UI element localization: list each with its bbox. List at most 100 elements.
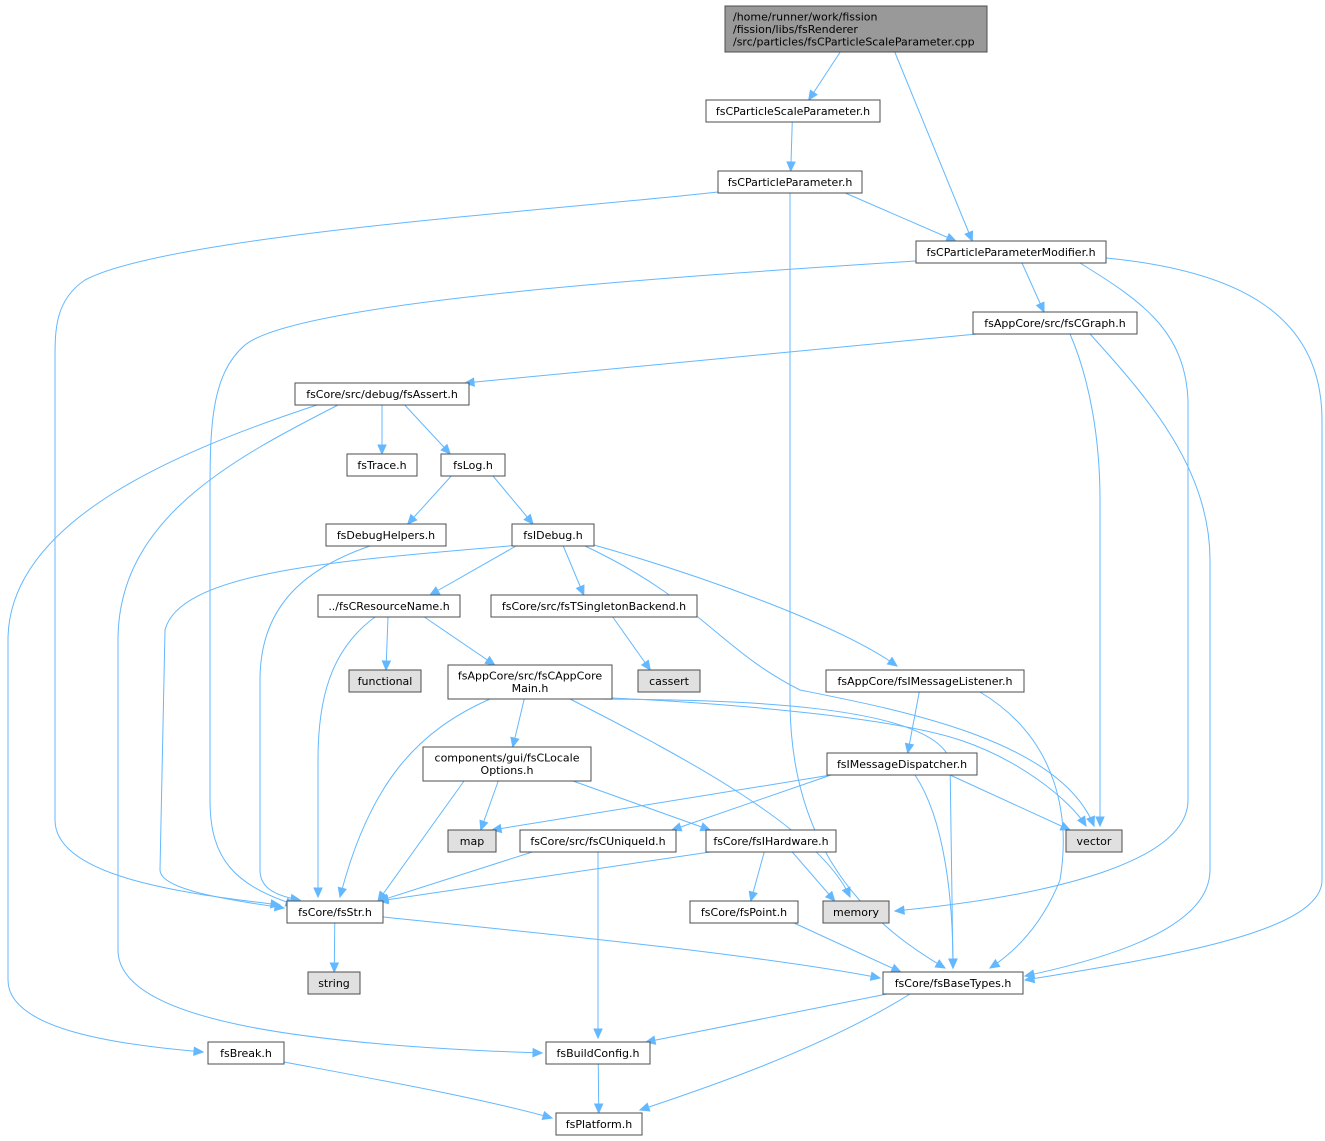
node-debughelpers[interactable]: fsDebugHelpers.h xyxy=(325,523,447,547)
node-msglistener[interactable]: fsAppCore/fsIMessageListener.h xyxy=(825,669,1025,693)
node-platform[interactable]: fsPlatform.h xyxy=(555,1112,643,1136)
node-box xyxy=(207,1041,285,1065)
node-vector: vector xyxy=(1065,829,1123,853)
node-label: fsCore/src/fsTSingletonBackend.h xyxy=(502,600,686,613)
node-label: fsPlatform.h xyxy=(566,1118,632,1131)
edge-basetypes-to-buildconfig xyxy=(645,993,888,1043)
edge-appcoremain-to-basetypes xyxy=(599,698,954,969)
arrowhead-locale-to-map xyxy=(479,819,489,832)
node-box xyxy=(348,669,422,693)
node-label: fsDebugHelpers.h xyxy=(337,529,435,542)
node-label: ../fsCResourceName.h xyxy=(328,600,449,613)
node-box xyxy=(705,829,837,853)
node-label: fsCore/src/fsCUniqueId.h xyxy=(530,835,665,848)
node-label: fsIMessageDispatcher.h xyxy=(837,758,967,771)
node-label: Options.h xyxy=(481,764,534,777)
arrowhead-particleparam-to-modifier xyxy=(945,232,957,242)
arrowhead-root-to-scaleparam xyxy=(808,89,818,102)
node-box xyxy=(440,453,506,477)
edge-appcoremain-to-memory xyxy=(569,698,851,898)
edge-break-to-platform xyxy=(283,1061,553,1119)
arrowhead-point-to-basetypes xyxy=(890,963,902,973)
edge-modifier-to-memory xyxy=(894,262,1189,912)
arrowhead-msglistener-to-msgdispatcher xyxy=(904,742,915,755)
node-box xyxy=(325,523,447,547)
arrowhead-fsstr-to-basetypes xyxy=(869,971,882,981)
arrowhead-msglistener-to-basetypes xyxy=(988,958,1001,969)
edge-msglistener-to-basetypes xyxy=(979,691,1064,969)
node-uniqueid[interactable]: fsCore/src/fsCUniqueId.h xyxy=(519,829,677,853)
edge-particleparam-to-basetypes xyxy=(789,193,946,969)
node-assert[interactable]: fsCore/src/debug/fsAssert.h xyxy=(294,382,470,406)
edge-log-to-idebug xyxy=(492,475,534,525)
arrowhead-resname-to-functional xyxy=(381,660,392,672)
edge-singleton-to-cassert xyxy=(612,616,651,671)
node-singleton[interactable]: fsCore/src/fsTSingletonBackend.h xyxy=(490,594,698,618)
node-particleparam[interactable]: fsCParticleParameter.h xyxy=(717,170,863,194)
edge-msglistener-to-msgdispatcher xyxy=(907,691,920,754)
node-box xyxy=(346,453,418,477)
node-idebug[interactable]: fsIDebug.h xyxy=(511,523,595,547)
arrowhead-appcoremain-to-fsstr xyxy=(337,886,347,899)
node-label: fsCore/fsIHardware.h xyxy=(713,835,828,848)
node-buildconfig[interactable]: fsBuildConfig.h xyxy=(545,1041,651,1065)
node-box xyxy=(882,971,1024,995)
edge-cgraph-to-vector xyxy=(1069,333,1101,826)
node-label: string xyxy=(318,977,350,990)
edge-idebug-to-resname xyxy=(429,545,517,596)
arrowhead-assert-to-log xyxy=(440,443,452,455)
arrowhead-ihardware-to-point xyxy=(748,890,758,903)
node-msgdispatcher[interactable]: fsIMessageDispatcher.h xyxy=(826,752,978,776)
node-fsstr[interactable]: fsCore/fsStr.h xyxy=(286,900,384,924)
node-label: Main.h xyxy=(512,682,549,695)
arrowhead-idebug-to-msglistener xyxy=(886,656,898,667)
node-label: fsCParticleParameterModifier.h xyxy=(926,246,1095,259)
node-label: fsTrace.h xyxy=(357,459,406,472)
arrowhead-cgraph-to-assert xyxy=(463,377,475,387)
node-box xyxy=(519,829,677,853)
node-modifier[interactable]: fsCParticleParameterModifier.h xyxy=(915,240,1107,264)
node-trace[interactable]: fsTrace.h xyxy=(346,453,418,477)
arrowhead-msgdispatcher-to-basetypes xyxy=(948,958,958,970)
node-scaleparam[interactable]: fsCParticleScaleParameter.h xyxy=(705,99,881,123)
arrowhead-basetypes-to-platform xyxy=(638,1102,651,1112)
edge-resname-to-appcoremain xyxy=(423,616,496,666)
edge-cgraph-to-basetypes xyxy=(1024,333,1211,977)
edge-resname-to-fsstr xyxy=(317,616,376,897)
node-point[interactable]: fsCore/fsPoint.h xyxy=(689,900,799,924)
arrowhead-assert-to-break xyxy=(193,1046,205,1056)
node-break[interactable]: fsBreak.h xyxy=(207,1041,285,1065)
arrowhead-idebug-to-fsstr xyxy=(273,901,286,912)
node-root[interactable]: /home/runner/work/fission/fission/libs/f… xyxy=(724,5,988,53)
arrowhead-idebug-to-singleton xyxy=(575,584,585,597)
edge-assert-to-log xyxy=(404,404,451,455)
edge-ihardware-to-memory xyxy=(791,851,836,902)
arrowhead-log-to-debughelpers xyxy=(406,513,418,525)
node-basetypes[interactable]: fsCore/fsBaseTypes.h xyxy=(882,971,1024,995)
node-resname[interactable]: ../fsCResourceName.h xyxy=(317,594,461,618)
node-label: fsLog.h xyxy=(453,459,493,472)
arrowhead-scaleparam-to-particleparam xyxy=(786,161,796,173)
edge-msgdispatcher-to-uniqueid xyxy=(671,774,832,831)
edge-ihardware-to-fsstr xyxy=(378,851,711,902)
node-ihardware[interactable]: fsCore/fsIHardware.h xyxy=(705,829,837,853)
node-label: /fission/libs/fsRenderer xyxy=(733,23,858,36)
node-label: fsCore/fsPoint.h xyxy=(701,906,787,919)
arrowhead-appcoremain-to-memory xyxy=(841,886,851,899)
node-cassert: cassert xyxy=(637,669,701,693)
node-functional: functional xyxy=(348,669,422,693)
node-box xyxy=(637,669,701,693)
node-label: components/gui/fsCLocale xyxy=(435,752,580,765)
arrowhead-particleparam-to-basetypes xyxy=(934,959,947,969)
node-cgraph[interactable]: fsAppCore/src/fsCGraph.h xyxy=(972,311,1138,335)
node-log[interactable]: fsLog.h xyxy=(440,453,506,477)
node-box xyxy=(705,99,881,123)
arrowhead-break-to-platform xyxy=(541,1110,554,1121)
arrowhead-appcoremain-to-locale xyxy=(510,736,520,749)
node-box xyxy=(307,971,361,995)
edge-cgraph-to-assert xyxy=(464,333,978,384)
edge-modifier-to-basetypes xyxy=(1024,257,1323,981)
node-label: fsBreak.h xyxy=(220,1047,272,1060)
